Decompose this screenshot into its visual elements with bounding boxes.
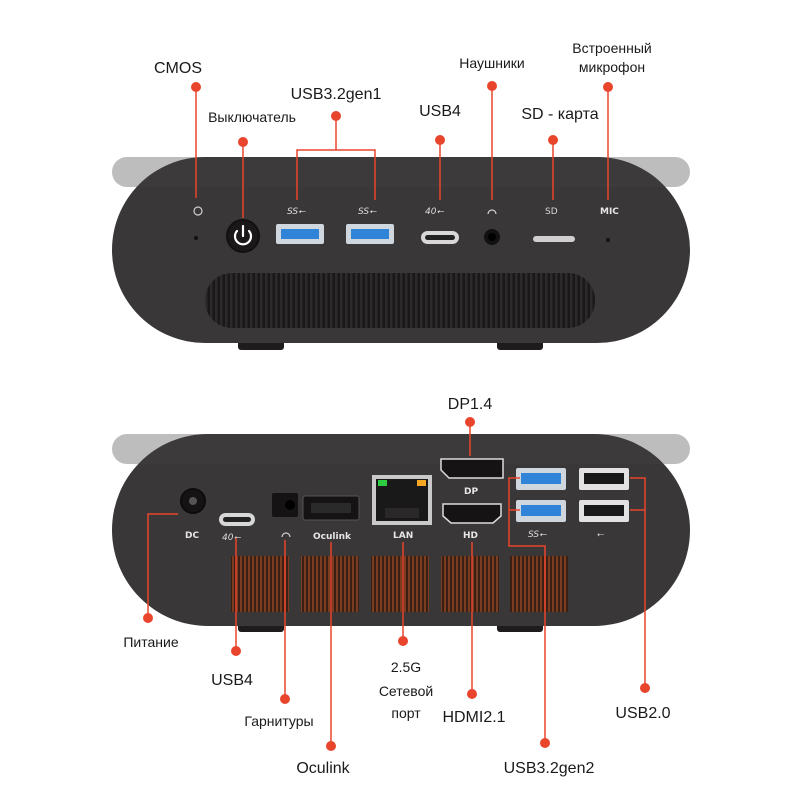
label-lan-line2: Сетевой [379,683,433,699]
superspeed-icon: SS⭠ [287,207,306,217]
label-lan-line3: порт [391,705,421,721]
power-icon [233,229,253,246]
dc-power-jack: DC [180,488,206,541]
usb-a-port-front-2: SS⭠ [346,207,394,244]
label-lan-line1: 2.5G [391,659,421,675]
dc-marking: DC [185,531,199,541]
label-power-switch: Выключатель [208,109,296,125]
usb-trident-icon: ⭠ [597,530,604,540]
cmos-port [193,206,203,240]
front-panel: SS⭠ SS⭠ 40⭠ SD MIC [112,157,690,350]
label-power-input: Питание [123,634,178,650]
copper-vent-4 [441,556,499,612]
hdmi-port: HD [442,503,502,541]
usb-a-port-usb2-2: ⭠ [579,500,629,540]
front-vent-grille [205,273,595,328]
dp-marking: DP [464,487,478,497]
power-button [226,219,260,253]
superspeed-10-icon: SS⭠ [528,530,547,540]
lan-port: LAN [372,475,432,541]
back-panel: DC 40⭠ Oculink LAN [112,434,690,632]
cmos-pinhole [194,236,198,240]
label-usb20: USB2.0 [615,705,670,722]
label-cmos: CMOS [154,60,202,77]
label-mic-line1: Встроенный [572,40,651,56]
lan-marking: LAN [393,531,413,541]
oculink-port: Oculink [302,495,360,542]
label-usb4-front: USB4 [419,103,461,120]
label-dp14: DP1.4 [448,396,493,413]
usb-a-port-usb2-1 [579,468,629,490]
link-led [378,480,387,486]
headset-jack [272,493,298,538]
back-leaders [143,417,650,751]
builtin-microphone: MIC [600,207,619,242]
copper-vent-5 [510,556,568,612]
thunderbolt-40-icon: 40⭠ [425,207,444,217]
label-usb32gen2: USB3.2gen2 [504,760,595,777]
sd-icon: SD [545,207,558,217]
usb-a-port-front-1: SS⭠ [276,207,324,244]
activity-led [417,480,426,486]
label-mic-line2: микрофон [579,59,645,75]
usb-a-port-gen2-1 [516,468,566,490]
mic-hole [606,238,610,242]
copper-vent-1 [231,556,289,612]
hd-marking: HD [463,531,478,541]
front-leaders [191,81,613,218]
copper-vent-3 [371,556,429,612]
label-hdmi21: HDMI2.1 [442,709,505,726]
label-headset: Гарнитуры [244,713,313,729]
sd-card-slot: SD [533,207,575,242]
cmos-reset-icon [193,206,203,216]
label-usb4-back: USB4 [211,672,253,689]
thunderbolt-40-icon: 40⭠ [222,533,241,543]
usb4-port-back: 40⭠ [219,513,255,543]
superspeed-icon: SS⭠ [358,207,377,217]
copper-vent-2 [301,556,359,612]
label-headphones: Наушники [459,55,524,71]
mic-marking: MIC [600,207,619,217]
headset-icon [281,532,291,538]
headphone-icon [487,209,497,215]
usb-a-port-gen2-2: SS⭠ [516,500,566,540]
label-sd-card: SD - карта [521,106,598,123]
oculink-marking: Oculink [313,532,352,542]
label-oculink: Oculink [296,760,350,777]
headphone-jack [484,209,500,245]
label-usb32gen1: USB3.2gen1 [291,86,382,103]
usb4-port-front: 40⭠ [421,207,459,244]
displayport: DP [440,458,504,497]
